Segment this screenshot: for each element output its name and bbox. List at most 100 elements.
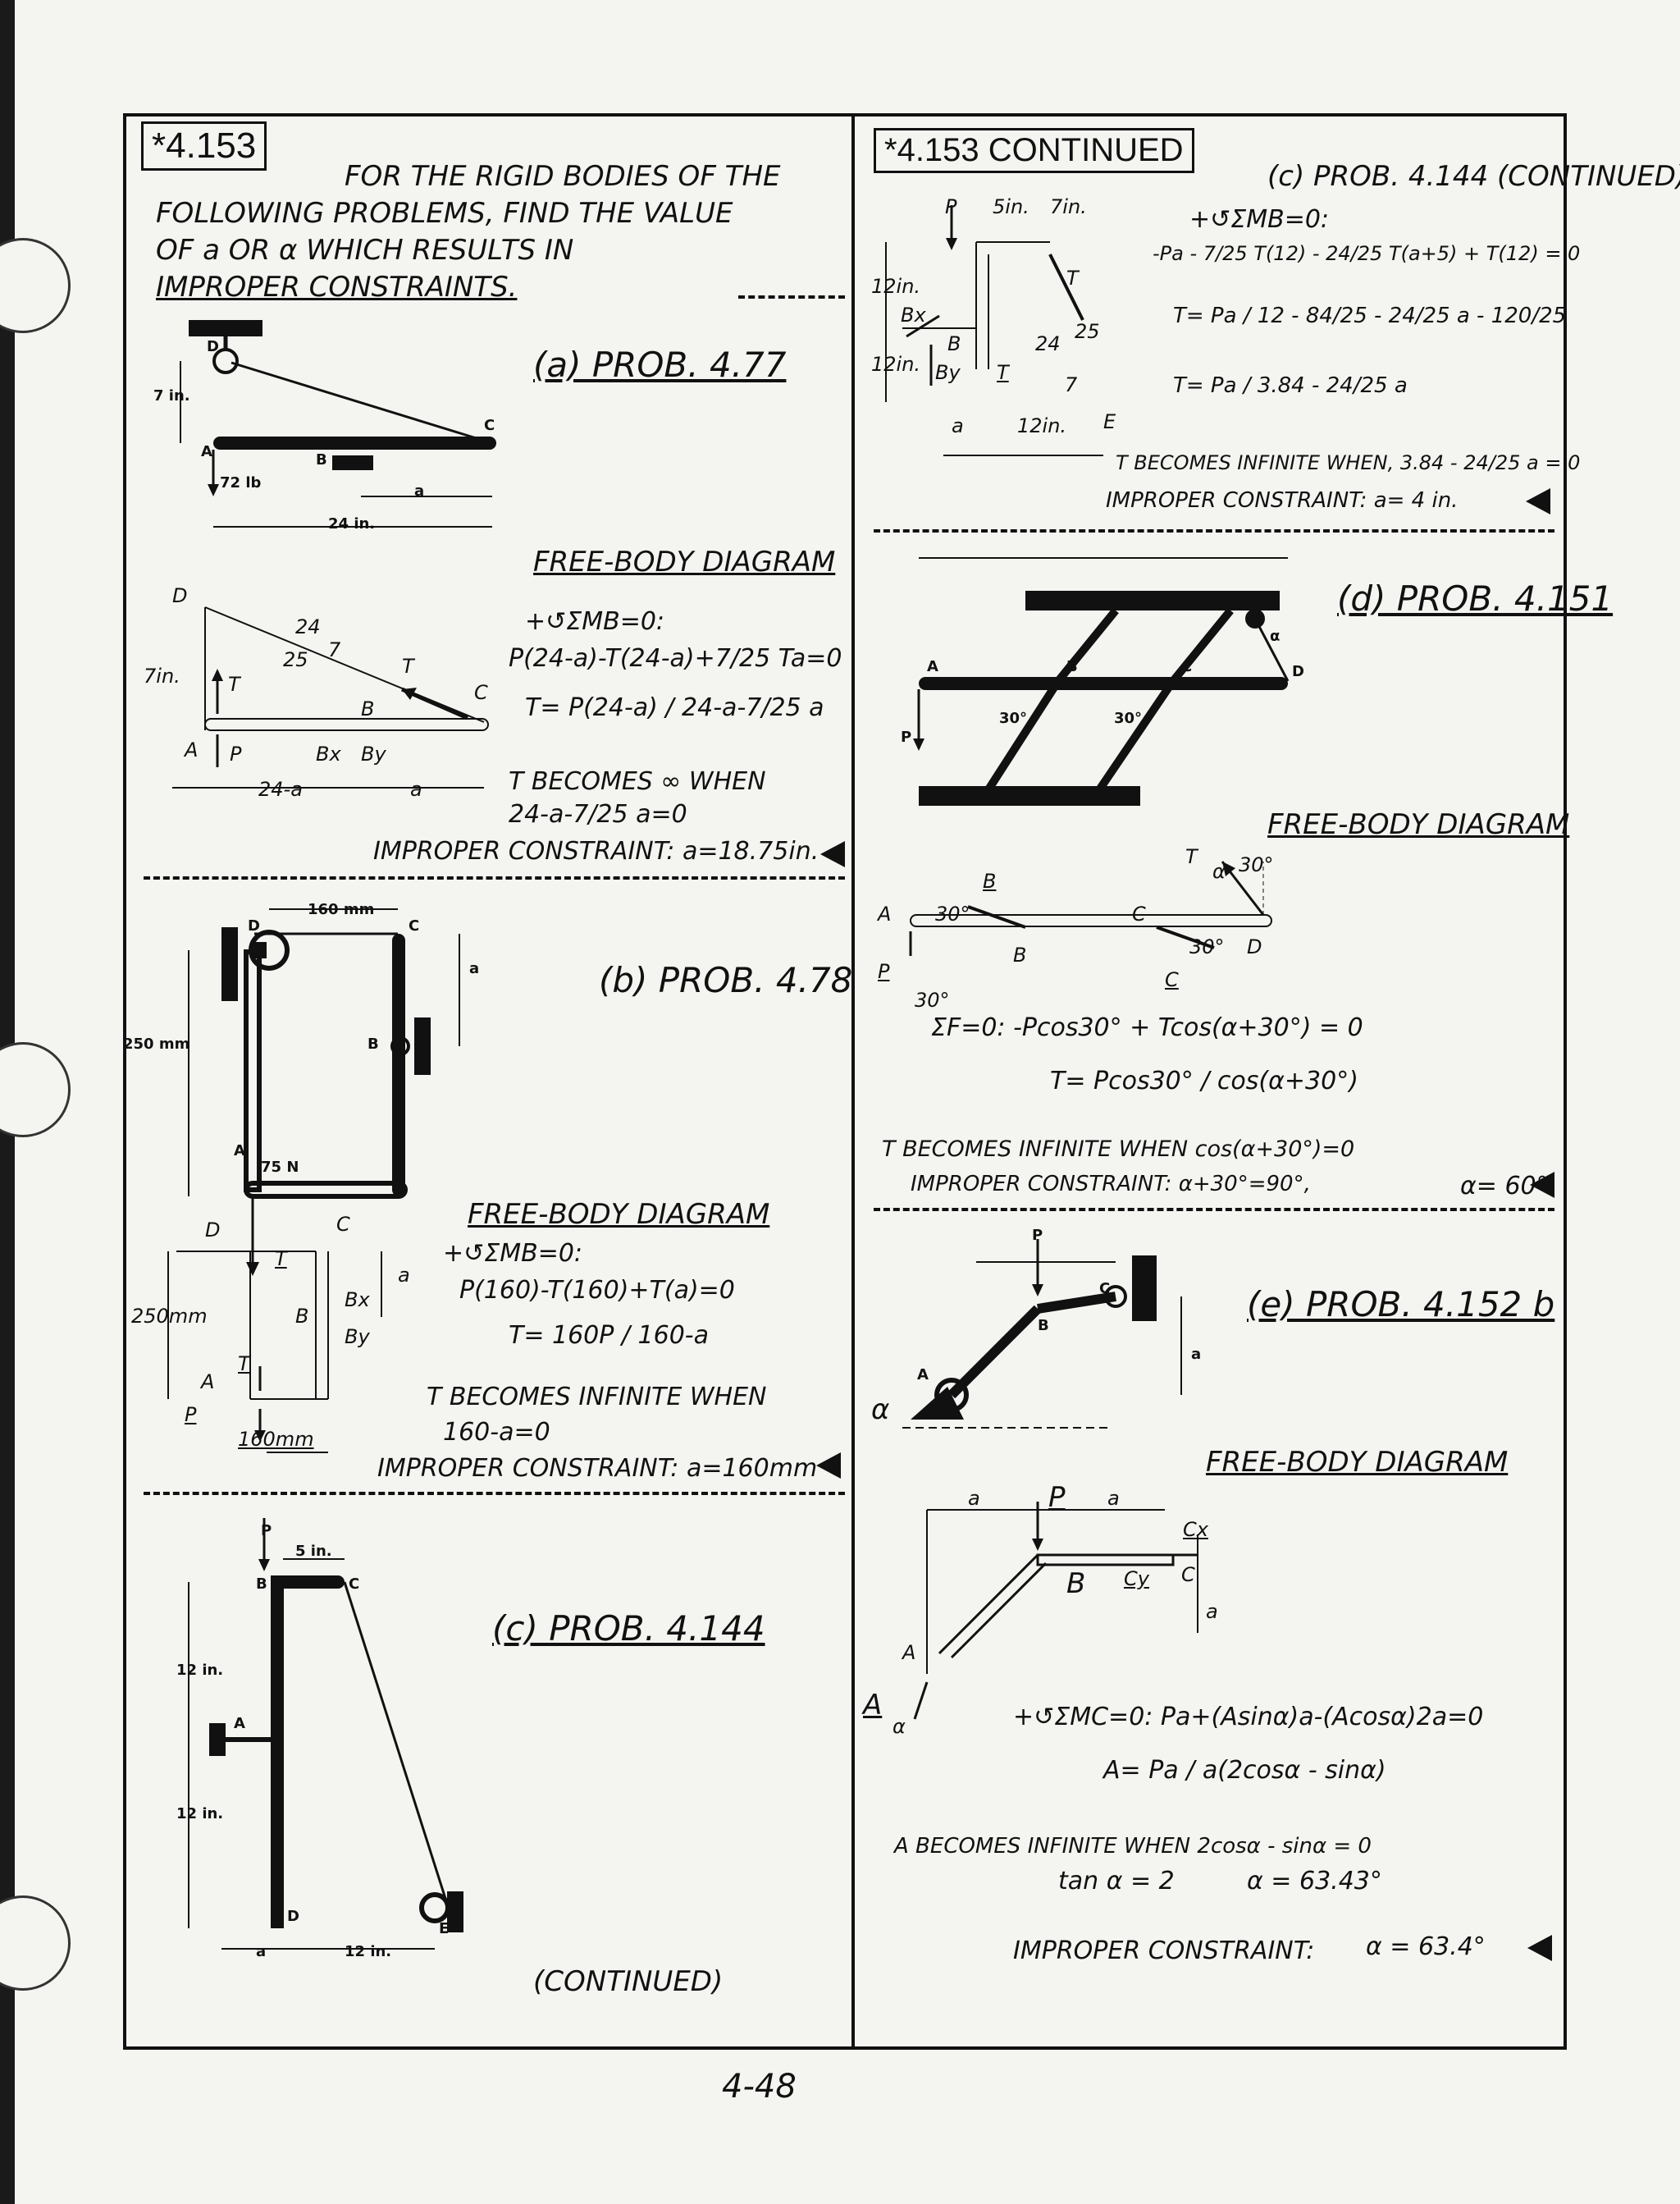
dashed-separator — [738, 295, 845, 299]
fbd-load-p: P — [878, 960, 890, 983]
equation-line: P(160)-T(160)+T(a)=0 — [459, 1276, 735, 1305]
equation-line: T= Pa / 3.84 - 24/25 a — [1173, 373, 1408, 398]
figure-e-diagram — [902, 1239, 1182, 1429]
part-b-fbd-title: FREE-BODY DIAGRAM — [468, 1198, 770, 1231]
fbd-label-b: B — [361, 697, 375, 720]
fbd-alpha: α — [1212, 860, 1226, 883]
fbd-label-c: C — [1132, 903, 1146, 926]
fig-label-c: C — [409, 917, 420, 935]
fig-label-p: P — [1032, 1227, 1043, 1244]
fbd-label-d: D — [1247, 935, 1262, 958]
equation-line: P(24-a)-T(24-a)+7/25 Ta=0 — [509, 644, 842, 673]
figure-e-fbd — [913, 1502, 1198, 1720]
equation-line: α = 63.43° — [1247, 1867, 1382, 1895]
fig-label-24in: 24 in. — [328, 515, 376, 533]
fig-label-p: P — [261, 1522, 272, 1539]
equation-line: tan α = 2 — [1058, 1867, 1175, 1895]
punch-hole — [0, 238, 71, 333]
fbd-dim-a: a — [1107, 1487, 1120, 1510]
equation-line: A BECOMES INFINITE WHEN 2cosα - sinα = 0 — [894, 1834, 1372, 1859]
part-c-cont-title: (c) PROB. 4.144 (CONTINUED) — [1267, 160, 1680, 193]
solution-page-frame — [123, 113, 1567, 2050]
fig-label-a: A — [201, 443, 212, 460]
fbd-load-p: P — [230, 743, 242, 766]
part-d-title: (d) PROB. 4.151 — [1337, 578, 1614, 619]
fbd-dim-12in: 12in. — [871, 353, 921, 376]
result-arrow-icon — [1526, 488, 1550, 514]
fbd-slope-7: 7 — [1065, 373, 1078, 396]
page-number: 4-48 — [722, 2068, 797, 2106]
equation-line: T= 160P / 160-a — [509, 1321, 709, 1350]
fig-label-a: A — [927, 658, 938, 675]
fbd-label-7in: 7in. — [144, 665, 180, 688]
problem-number-label: *4.153 CONTINUED — [874, 128, 1194, 173]
fig-label-c: C — [349, 1575, 360, 1593]
fbd-dim-a: a — [398, 1264, 410, 1287]
equation-line: T BECOMES INFINITE WHEN cos(α+30°)=0 — [882, 1136, 1355, 1162]
figure-d-diagram — [913, 557, 1290, 806]
result-arrow-icon — [1527, 1935, 1552, 1961]
punch-hole — [0, 1895, 71, 1991]
fig-label-d: D — [1292, 663, 1304, 680]
fbd-label-b: B — [295, 1305, 309, 1328]
equation-line: +↺ΣMB=0: — [1189, 205, 1330, 234]
equation-line: T BECOMES INFINITE WHEN, 3.84 - 24/25 a … — [1116, 451, 1581, 474]
fig-label-dim-a: a — [1191, 1346, 1202, 1363]
fig-label-12in: 12 in. — [176, 1662, 224, 1679]
fbd-slope-25: 25 — [1075, 320, 1100, 343]
fig-label-dim-a: a — [414, 482, 425, 500]
punch-hole — [0, 1042, 71, 1137]
fig-label-d: D — [287, 1908, 299, 1925]
fig-label-a: A — [917, 1366, 929, 1383]
figure-b-fbd — [167, 1251, 382, 1453]
column-divider — [851, 113, 855, 2050]
fig-label-5in: 5 in. — [295, 1543, 332, 1560]
intro-line: OF a OR α WHICH RESULTS IN — [156, 234, 574, 267]
fig-label-load: 72 lb — [220, 474, 262, 492]
result-line: IMPROPER CONSTRAINT: a=18.75in. — [373, 837, 819, 866]
fbd-label-b: B — [947, 332, 961, 355]
fbd-angle-30: 30° — [1239, 853, 1274, 876]
fbd-label-b: B — [1066, 1567, 1086, 1600]
fbd-tension-t2: T — [402, 655, 414, 678]
fig-label-b: B — [368, 1036, 379, 1053]
equation-line: +↺ΣMB=0: — [525, 607, 665, 636]
fbd-label-b: B — [983, 870, 997, 893]
result-arrow-icon — [816, 1452, 841, 1479]
fbd-dim-12in: 12in. — [1017, 414, 1067, 437]
fbd-cx: Cx — [1183, 1518, 1208, 1541]
equation-line: T BECOMES ∞ WHEN — [509, 767, 766, 796]
fig-label-a: A — [234, 1715, 245, 1732]
fig-label-c: C — [484, 417, 495, 434]
fbd-load-p: P — [185, 1403, 197, 1426]
fbd-dim-a: a — [952, 414, 964, 437]
equation-line: +↺ΣMC=0: Pa+(Asinα)a-(Acosα)2a=0 — [1013, 1703, 1484, 1731]
fig-label-a-dim: a — [256, 1943, 267, 1960]
fbd-dim-7in: 7in. — [1050, 195, 1087, 218]
fig-label-a: A — [234, 1142, 245, 1159]
continued-note: (CONTINUED) — [533, 1965, 724, 1998]
fbd-slope-24: 24 — [1035, 332, 1061, 355]
fbd-tension-t: T — [1185, 845, 1198, 868]
fig-label-p: P — [901, 729, 912, 746]
fbd-angle-30: 30° — [1189, 935, 1225, 958]
result-line: IMPROPER CONSTRAINT: a=160mm — [377, 1454, 818, 1483]
fig-label-alpha: α — [871, 1393, 890, 1426]
fbd-label-c: C — [1181, 1563, 1195, 1586]
fig-label-12in: 12 in. — [345, 1943, 392, 1960]
fbd-bx: Bx — [345, 1288, 370, 1311]
fbd-label-a: A — [878, 903, 892, 926]
equation-line: A= Pa / a(2cosα - sinα) — [1103, 1756, 1386, 1785]
intro-line: FOLLOWING PROBLEMS, FIND THE VALUE — [156, 197, 733, 230]
fig-label-30deg: 30° — [1114, 710, 1143, 727]
result-line: IMPROPER CONSTRAINT: α+30°=90°, — [911, 1172, 1311, 1196]
fig-label-b: B — [1066, 658, 1078, 675]
fig-label-c: C — [1181, 658, 1193, 675]
fbd-tension-t2: T — [997, 361, 1009, 384]
equation-line: +↺ΣMB=0: — [443, 1239, 583, 1268]
fbd-label-e: E — [1103, 410, 1116, 433]
fig-label-12in: 12 in. — [176, 1805, 224, 1822]
fbd-cy: Cy — [1124, 1567, 1149, 1590]
part-e-fbd-title: FREE-BODY DIAGRAM — [1206, 1446, 1509, 1479]
dashed-separator — [874, 1208, 1554, 1211]
